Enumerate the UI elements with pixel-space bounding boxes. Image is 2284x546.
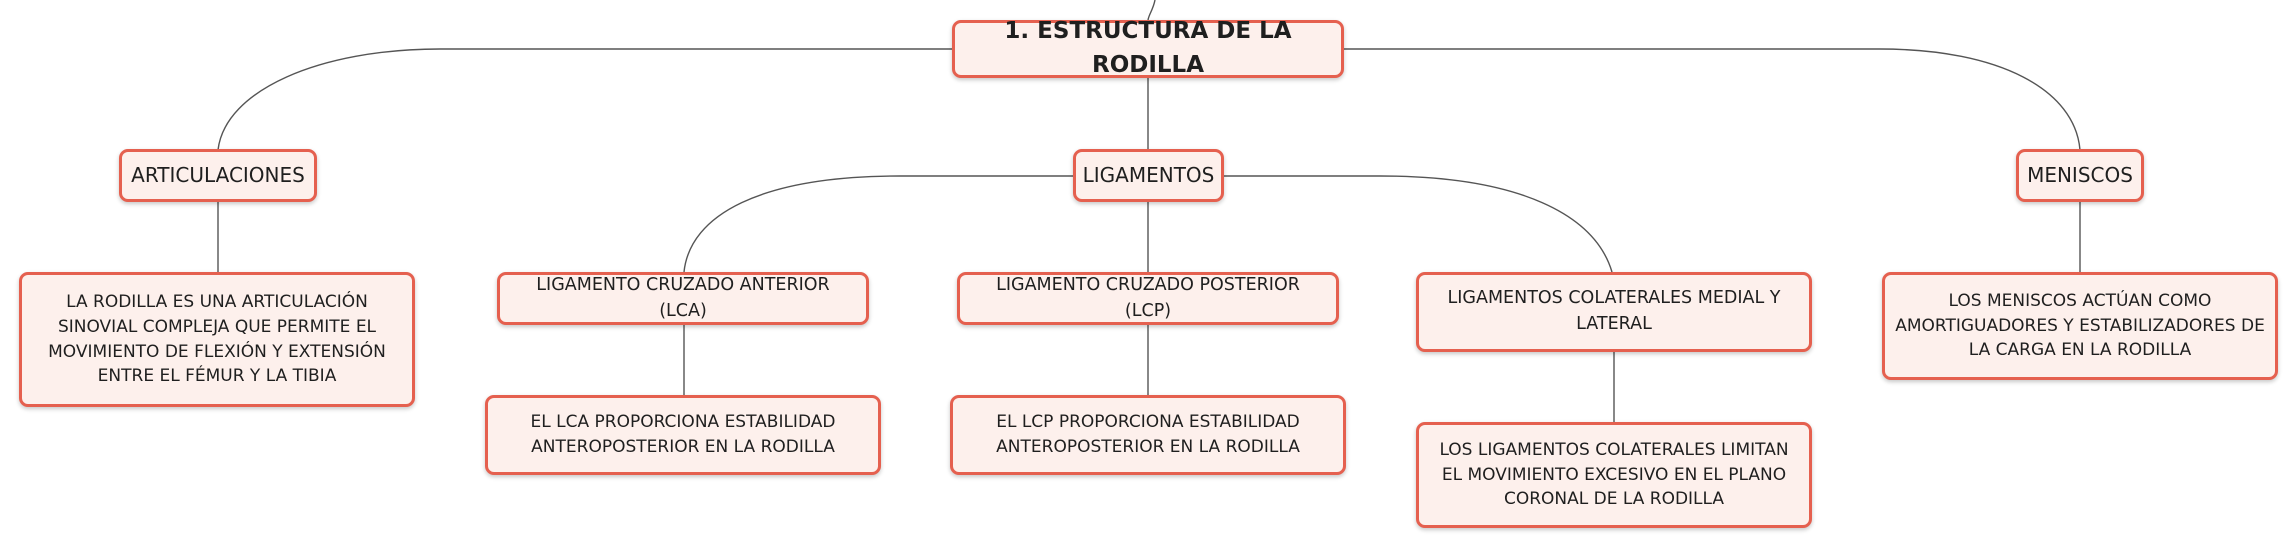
detail-meniscos[interactable]: LOS MENISCOS ACTÚAN COMO AMORTIGUADORES … bbox=[1882, 272, 2278, 380]
connector-ligamentos-colaterales bbox=[1224, 175, 1613, 273]
subtopic-lcp[interactable]: LIGAMENTO CRUZADO POSTERIOR (LCP) bbox=[957, 272, 1339, 325]
detail-colaterales[interactable]: LOS LIGAMENTOS COLATERALES LIMITAN EL MO… bbox=[1416, 422, 1812, 528]
connector-parent-root bbox=[1147, 0, 1156, 21]
topic-ligamentos[interactable]: LIGAMENTOS bbox=[1073, 149, 1224, 202]
root-node[interactable]: 1. ESTRUCTURA DE LA RODILLA bbox=[952, 18, 1344, 78]
subtopic-lca[interactable]: LIGAMENTO CRUZADO ANTERIOR (LCA) bbox=[497, 272, 869, 325]
topic-meniscos[interactable]: MENISCOS bbox=[2016, 149, 2144, 202]
topic-articulaciones[interactable]: ARTICULACIONES bbox=[119, 149, 317, 202]
connector-ligamentos-lca bbox=[683, 175, 1073, 273]
detail-articulaciones[interactable]: LA RODILLA ES UNA ARTICULACIÓN SINOVIAL … bbox=[19, 272, 415, 407]
connector-root-articulaciones bbox=[217, 48, 952, 151]
detail-lcp[interactable]: EL LCP PROPORCIONA ESTABILIDAD ANTEROPOS… bbox=[950, 395, 1346, 475]
detail-lca[interactable]: EL LCA PROPORCIONA ESTABILIDAD ANTEROPOS… bbox=[485, 395, 881, 475]
subtopic-colaterales[interactable]: LIGAMENTOS COLATERALES MEDIAL Y LATERAL bbox=[1416, 272, 1812, 352]
connector-root-meniscos bbox=[1344, 48, 2081, 151]
